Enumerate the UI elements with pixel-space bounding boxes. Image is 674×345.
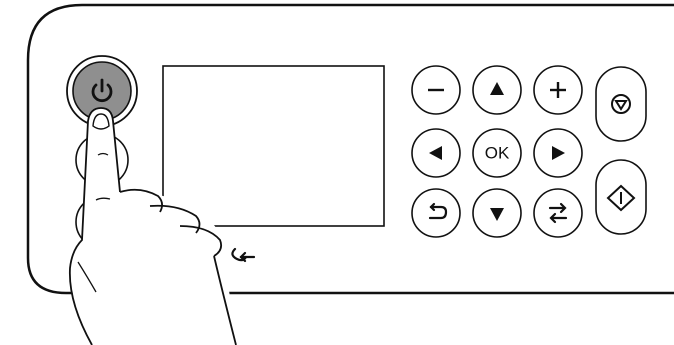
- knuckle-line-2: [95, 197, 111, 201]
- arrow-down-icon: [490, 208, 504, 221]
- fax-received-icon: [231, 247, 256, 263]
- hand-fill: [70, 108, 238, 345]
- arrow-right-button[interactable]: [533, 128, 583, 178]
- minus-button[interactable]: [411, 65, 461, 115]
- stop-icon: [611, 94, 631, 114]
- switch-icon: [548, 202, 568, 224]
- hand-back-outline: [213, 255, 237, 345]
- power-icon: [91, 78, 113, 103]
- arrow-down-button[interactable]: [472, 188, 522, 238]
- curled-finger-1: [119, 188, 163, 213]
- arrow-right-icon: [552, 146, 565, 160]
- plus-button[interactable]: [533, 65, 583, 115]
- arrow-up-button[interactable]: [472, 65, 522, 115]
- switch-button[interactable]: [533, 188, 583, 238]
- arrow-left-icon: [429, 146, 442, 160]
- panel-border: [26, 3, 674, 295]
- start-button[interactable]: [595, 159, 647, 235]
- finger-outline: [68, 107, 121, 345]
- back-icon: [428, 202, 448, 220]
- power-button[interactable]: [66, 55, 138, 127]
- arrow-left-button[interactable]: [411, 128, 461, 178]
- curled-finger-3: [179, 225, 223, 257]
- stop-button[interactable]: [595, 66, 647, 142]
- hand-illustration: [68, 107, 238, 345]
- lcd-screen: [162, 65, 385, 227]
- ok-label: OK: [485, 143, 510, 162]
- ok-button[interactable]: OK: [472, 128, 522, 178]
- plus-icon: [550, 82, 566, 98]
- knuckle-line-1: [97, 152, 109, 156]
- fingernail: [92, 113, 110, 130]
- start-icon: [606, 184, 636, 212]
- back-button[interactable]: [411, 188, 461, 238]
- thumb-crease: [77, 261, 97, 293]
- arrow-up-icon: [490, 82, 504, 95]
